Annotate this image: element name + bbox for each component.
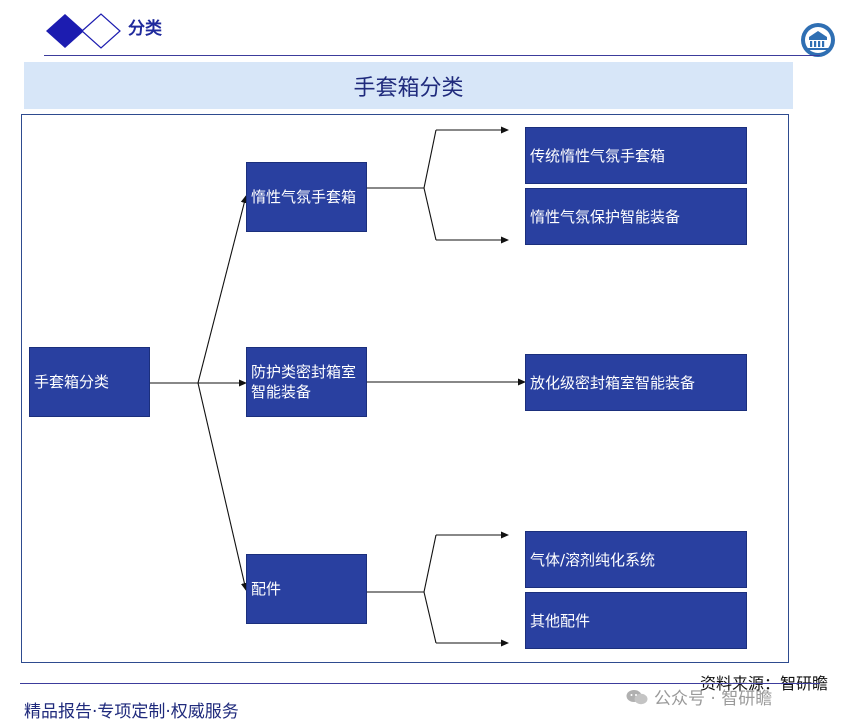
bottom-divider	[20, 683, 820, 684]
diagram-frame	[21, 114, 789, 663]
node-mid-inert-glovebox: 惰性气氛手套箱	[246, 162, 367, 232]
section-title: 分类	[128, 19, 162, 39]
wechat-icon	[626, 689, 648, 704]
connector-root-mid1	[197, 195, 248, 384]
header-diamond-icon	[46, 13, 121, 49]
node-root: 手套箱分类	[29, 347, 150, 417]
diagram-title: 手套箱分类	[24, 62, 793, 109]
node-mid-accessories: 配件	[246, 554, 367, 624]
node-leaf-radiochem-chamber: 放化级密封箱室智能装备	[525, 354, 747, 411]
connector-mid1-up	[423, 129, 437, 189]
connector-mid3-up	[423, 534, 437, 593]
top-divider	[44, 55, 820, 56]
emblem-icon	[801, 23, 835, 57]
node-leaf-other-accessories: 其他配件	[525, 592, 747, 649]
node-mid-protective-chamber: 防护类密封箱室智能装备	[246, 347, 367, 417]
node-leaf-purification-system: 气体/溶剂纯化系统	[525, 531, 747, 588]
watermark-text: 公众号 · 智研瞻	[654, 689, 773, 709]
connector-root-mid3	[197, 382, 248, 591]
footer-slogan: 精品报告·专项定制·权威服务	[24, 702, 239, 722]
node-leaf-traditional-glovebox: 传统惰性气氛手套箱	[525, 127, 747, 184]
node-leaf-inert-smart-equipment: 惰性气氛保护智能装备	[525, 188, 747, 245]
connector-mid1-down	[423, 187, 437, 241]
watermark: 公众号 · 智研瞻	[626, 684, 772, 709]
connector-mid3-down	[423, 591, 437, 644]
